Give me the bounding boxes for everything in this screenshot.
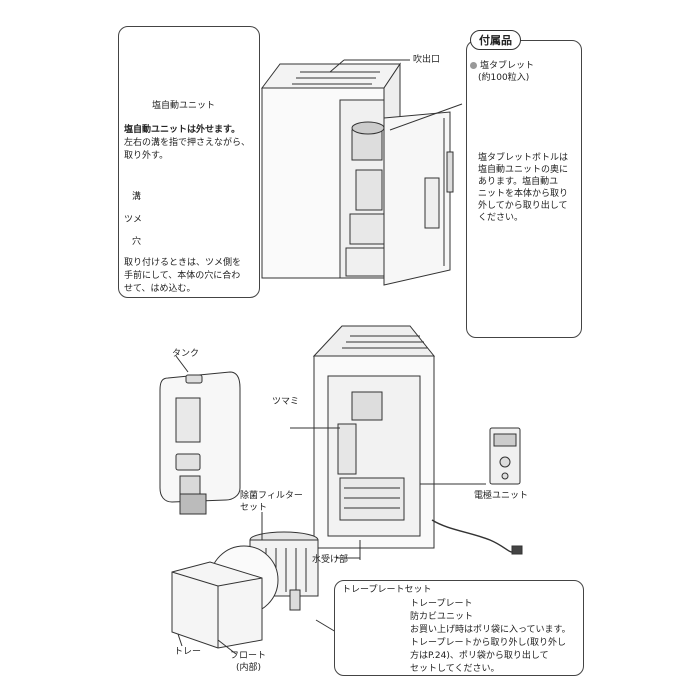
salt-unit-heading: 塩自動ユニットは外せます。 [124,125,241,135]
salt-unit-title: 塩自動ユニット [152,101,216,111]
tray-plate-line3: 方はP.24)、ポリ袋から取り出して [410,651,549,661]
label-float-inner: (内部) [236,663,262,673]
humidifier-bottom-illustration [290,325,523,560]
label-float: フロート [230,651,267,661]
accessories-panel [466,40,582,338]
bullet-icon [470,62,477,69]
filter-tray-illustration [171,512,337,655]
attach-line3: せて、はめ込む。 [124,284,196,294]
label-filter-2: セット [240,503,268,513]
label-hole: 穴 [132,237,142,247]
tray-plate-line4: セットしてください。 [410,664,500,674]
salt-unit-line2: 取り外す。 [124,151,169,161]
tank-illustration [159,355,241,515]
label-filter-1: 除菌フィルター [240,491,303,501]
accessories-line1: 塩タブレットボトルは [478,153,569,163]
tray-plate-line1: お買い上げ時はポリ袋に入っています。 [410,625,571,635]
accessories-line4: ニットを本体から取り [478,189,569,199]
tablet-count: (約100粒入) [478,73,530,83]
mold-unit-label: 防カビユニット [410,612,474,622]
label-groove: 溝 [132,192,142,202]
accessories-line6: ください。 [478,213,524,223]
tray-plate-callout [334,580,584,676]
label-water-receiver: 水受け部 [312,555,349,565]
salt-unit-line1: 左右の溝を指で押さえながら、 [124,138,251,148]
label-outlet: 吹出口 [413,55,441,65]
attach-line1: 取り付けるときは、ツメ側を [124,258,242,268]
accessories-badge: 付属品 [470,30,521,50]
tray-plate-title: トレープレートセット [342,585,432,595]
accessories-line5: 外してから取り出して [478,201,568,211]
electrode-unit-illustration [489,427,521,485]
label-knob: ツマミ [272,397,300,407]
tablet-text: 塩タブレット [480,61,535,71]
tray-plate-label: トレープレート [410,599,473,609]
tray-plate-line2: トレープレートから取り外し(取り外し [410,638,566,648]
label-electrode-unit: 電極ユニット [474,491,529,501]
salt-unit-callout [118,26,260,298]
tablet-label: 塩タブレット [470,60,534,73]
label-tank: タンク [172,349,200,359]
humidifier-top-illustration [261,59,463,286]
accessories-line2: 塩自動ユニットの奥に [478,165,569,175]
label-claw: ツメ [124,215,143,225]
accessories-line3: あります。塩自動ユ [478,177,559,187]
attach-line2: 手前にして、本体の穴に合わ [124,271,241,281]
label-tray: トレー [174,647,202,657]
